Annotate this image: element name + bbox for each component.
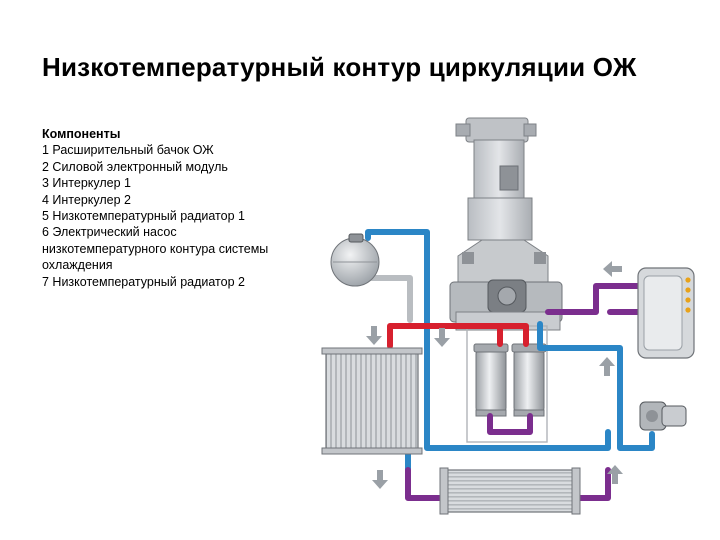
pipe-hot-line-right <box>497 323 529 347</box>
legend-item-1: 1 Расширительный бачок ОЖ <box>42 143 214 158</box>
flow-arrow-up-icon <box>607 465 623 484</box>
pipe-hot-line <box>387 323 503 349</box>
legend-item-6-cont-1: низкотемпературного контура системы <box>42 241 269 256</box>
pipe-return-top <box>545 283 643 315</box>
intercooler-2 <box>511 343 547 417</box>
legend-item-7: 7 Низкотемпературный радиатор 2 <box>42 274 245 289</box>
low-temp-radiator-2 <box>439 467 581 515</box>
flow-arrow-up-icon <box>599 357 615 376</box>
flow-arrow-down-icon <box>372 470 388 489</box>
expansion-tank <box>330 233 380 287</box>
legend-item-6-cont-2: охлаждения <box>42 258 113 273</box>
power-electronics-module <box>637 267 695 359</box>
legend-item-5: 5 Низкотемпературный радиатор 1 <box>42 209 245 224</box>
intercooler-1 <box>473 343 509 417</box>
legend-item-2: 2 Силовой электронный модуль <box>42 159 228 174</box>
legend-item-3: 3 Интеркулер 1 <box>42 176 132 191</box>
components-legend: Компоненты 1 Расширительный бачок ОЖ 2 С… <box>42 126 304 290</box>
flow-arrow-left-icon <box>603 261 622 277</box>
page-title: Низкотемпературный контур циркуляции ОЖ <box>42 52 637 82</box>
pipe-tank-supply <box>365 229 611 451</box>
engine-block <box>449 117 563 443</box>
flow-arrow-down-icon <box>434 328 450 347</box>
legend-heading: Компоненты <box>42 127 121 141</box>
pipe-return-bottom <box>405 467 447 501</box>
pipe-pump-supply <box>617 399 655 451</box>
legend-item-4: 4 Интеркулер 2 <box>42 192 132 207</box>
low-temp-radiator-1 <box>321 347 423 455</box>
pipe-engine-right <box>537 321 623 405</box>
legend-item-6: 6 Электрический насос <box>42 225 177 240</box>
pipe-tank-return <box>369 275 413 323</box>
electric-pump <box>639 401 687 431</box>
pipe-return-bottom-right <box>573 467 611 501</box>
pipe-intercooler-link <box>487 413 533 435</box>
flow-arrow-down-icon <box>366 326 382 345</box>
